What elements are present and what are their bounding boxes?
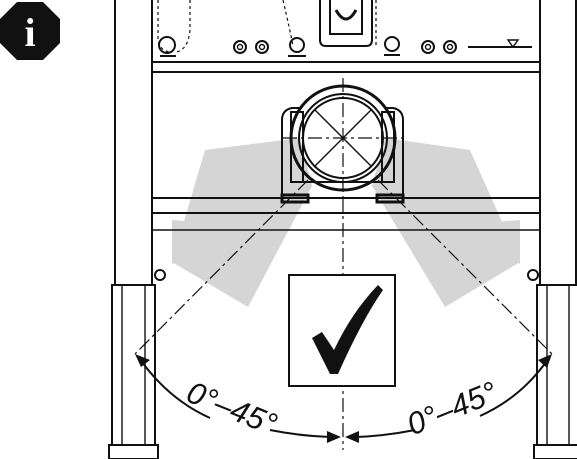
angle-label-left: 0°–45° [182,374,282,442]
tolerance-band-right [372,138,520,307]
drain-pipe-bracket [280,78,405,204]
info-icon: i [0,2,60,60]
svg-text:i: i [24,10,35,55]
angle-arc-right [345,354,552,443]
cross-rails [152,61,540,231]
angle-arc-left [135,354,341,443]
checkmark-icon [312,285,383,374]
angle-label-right: 0°–45° [402,374,502,442]
approval-panel [288,274,396,387]
frame-post-left [108,0,166,459]
tolerance-band-left [172,138,312,307]
upper-fittings [157,0,532,57]
